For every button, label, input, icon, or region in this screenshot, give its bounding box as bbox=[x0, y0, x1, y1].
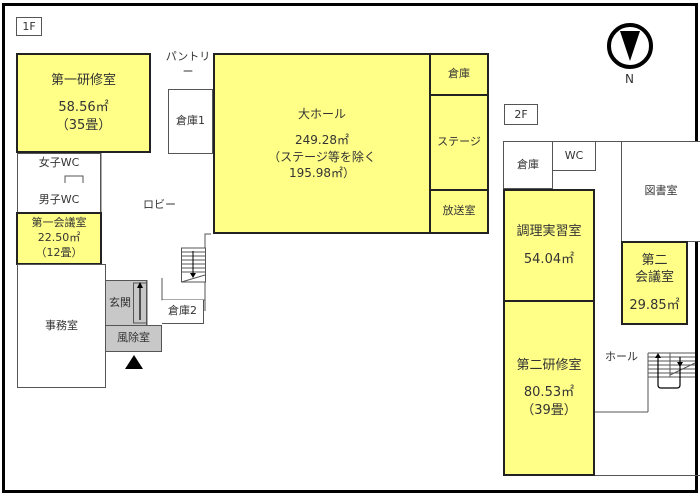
room-tatami: （12畳） bbox=[35, 245, 83, 259]
room-storage-2[interactable]: 倉庫2 bbox=[162, 300, 204, 324]
room-name: ステージ bbox=[437, 135, 481, 149]
room-area: 29.85㎡ bbox=[629, 297, 680, 313]
room-name: 放送室 bbox=[442, 204, 476, 218]
room-name: 風除室 bbox=[117, 331, 150, 345]
room-tatami: （35畳） bbox=[55, 117, 112, 133]
room-name: 女子WC bbox=[38, 156, 80, 169]
floor-tag-1f: 1F bbox=[16, 17, 42, 36]
floor-plan-frame bbox=[2, 3, 698, 493]
floor-tag-2f: 2F bbox=[504, 104, 538, 125]
room-wc-2f[interactable]: WC bbox=[552, 141, 596, 171]
room-hall-2f: ホール bbox=[605, 350, 638, 363]
room-name: 玄関 bbox=[109, 295, 131, 309]
room-name: 調理実習室 bbox=[516, 223, 582, 239]
stairs-2f bbox=[595, 352, 696, 413]
room-name: 倉庫2 bbox=[168, 304, 197, 318]
room-main-hall[interactable]: 大ホール 249.28㎡ （ステージ等を除く 195.98㎡） bbox=[213, 53, 431, 234]
room-area: 80.53㎡ bbox=[523, 385, 575, 401]
room-name: 男子WC bbox=[38, 193, 80, 207]
room-area: 54.04㎡ bbox=[523, 251, 575, 267]
room-area: 58.56㎡ bbox=[58, 100, 109, 116]
room-meeting-1[interactable]: 第一会議室 22.50㎡ （12畳） bbox=[16, 212, 102, 265]
room-office[interactable]: 事務室 bbox=[17, 264, 106, 388]
stairs-1f bbox=[181, 247, 206, 283]
room-stage[interactable]: ステージ bbox=[429, 94, 489, 191]
north-arrow-icon bbox=[607, 23, 653, 69]
room-wc-men[interactable]: 男子WC bbox=[17, 183, 101, 213]
room-name: 事務室 bbox=[45, 318, 78, 332]
compass-north-label: N bbox=[625, 72, 634, 86]
room-name: 大ホール bbox=[297, 107, 346, 122]
room-meeting-2[interactable]: 第二 会議室 29.85㎡ bbox=[621, 241, 688, 325]
room-name: WC bbox=[564, 148, 584, 162]
room-cooking[interactable]: 調理実習室 54.04㎡ bbox=[503, 189, 595, 302]
room-lobby: ロビー bbox=[143, 198, 176, 211]
room-name: 第一会議室 bbox=[31, 216, 87, 230]
room-area-excluding-stage: 195.98㎡） bbox=[289, 165, 355, 180]
room-name-line2: 会議室 bbox=[634, 270, 674, 286]
room-stage-storage[interactable]: 倉庫 bbox=[429, 53, 489, 96]
room-storage-2f[interactable]: 倉庫 bbox=[503, 141, 553, 189]
room-name: パントリー bbox=[165, 50, 211, 78]
room-area: 22.50㎡ bbox=[37, 231, 81, 245]
room-training-1[interactable]: 第一研修室 58.56㎡ （35畳） bbox=[16, 53, 151, 153]
room-name: 倉庫1 bbox=[176, 114, 205, 128]
room-area: 249.28㎡ bbox=[295, 133, 349, 148]
room-library[interactable]: 図書室 bbox=[621, 141, 700, 242]
lobby-walls bbox=[100, 153, 211, 325]
room-wc-women[interactable]: 女子WC bbox=[17, 153, 101, 183]
room-name-line1: 第二 bbox=[641, 252, 668, 268]
room-name: 第二研修室 bbox=[516, 357, 582, 373]
room-tatami: （39畳） bbox=[521, 402, 577, 418]
room-note: （ステージ等を除く bbox=[268, 149, 376, 164]
room-storage-1[interactable]: 倉庫1 bbox=[168, 89, 213, 154]
entrance-steps bbox=[133, 282, 147, 324]
room-name: 倉庫 bbox=[448, 67, 470, 81]
room-pantry[interactable]: パントリー bbox=[163, 50, 213, 78]
room-training-2[interactable]: 第二研修室 80.53㎡ （39畳） bbox=[503, 300, 595, 476]
room-name: 図書室 bbox=[644, 184, 678, 198]
entrance-marker-icon bbox=[125, 355, 143, 369]
room-name: 第一研修室 bbox=[50, 72, 116, 88]
room-windbreak[interactable]: 風除室 bbox=[105, 325, 162, 352]
room-broadcast[interactable]: 放送室 bbox=[429, 189, 489, 234]
room-name: 倉庫 bbox=[517, 157, 539, 171]
